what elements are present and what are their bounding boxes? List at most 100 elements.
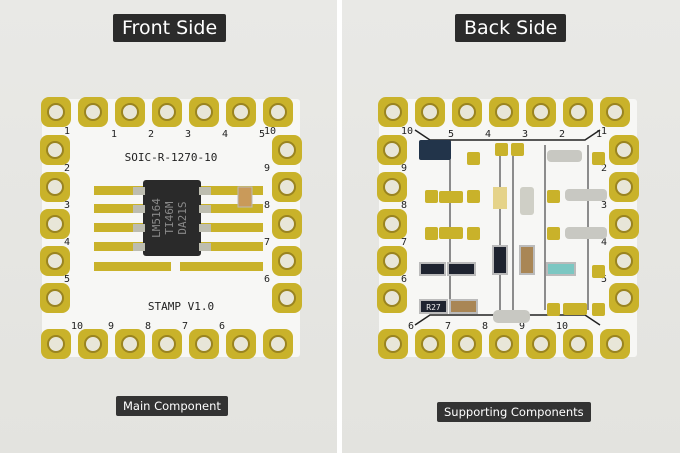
chip-lead xyxy=(199,224,211,232)
soic-pad-left xyxy=(94,204,154,213)
pin-number: 3 xyxy=(64,200,70,211)
pcb-substrate xyxy=(379,99,637,357)
pad-hole xyxy=(615,178,633,196)
pin-number: 7 xyxy=(264,237,270,248)
pad-hole xyxy=(606,103,624,121)
chip-lead xyxy=(133,224,145,232)
pin-number: 2 xyxy=(559,129,565,140)
pin-number: 3 xyxy=(601,200,607,211)
pad-hole xyxy=(569,335,587,353)
pad-hole xyxy=(278,178,296,196)
chip-lead xyxy=(199,187,211,195)
resistor-component xyxy=(419,262,446,276)
pin-number: 3 xyxy=(185,129,191,140)
pin-number: 2 xyxy=(601,163,607,174)
pad-hole xyxy=(421,103,439,121)
capacitor xyxy=(237,186,253,208)
smd-pad xyxy=(547,190,560,203)
pad-strip xyxy=(94,262,171,271)
pad-hole xyxy=(195,103,213,121)
pin-number: 4 xyxy=(64,237,70,248)
pin-number: 2 xyxy=(148,129,154,140)
pad-hole xyxy=(269,335,287,353)
smd-pad xyxy=(439,191,463,203)
pad-hole xyxy=(278,141,296,159)
capacitor-component xyxy=(449,299,478,314)
pad-hole xyxy=(383,289,401,307)
solder-jumper xyxy=(493,310,530,323)
chip-lead xyxy=(133,205,145,213)
pin-number: 1 xyxy=(111,129,117,140)
pad-hole xyxy=(269,103,287,121)
pad-hole xyxy=(384,335,402,353)
pin-number: 9 xyxy=(401,163,407,174)
pin-number: 3 xyxy=(522,129,528,140)
pad-hole xyxy=(195,335,213,353)
pad-hole xyxy=(158,103,176,121)
chip-lead xyxy=(133,187,145,195)
pin-number: 10 xyxy=(264,126,276,137)
version-label: STAMP V1.0 xyxy=(148,300,214,313)
pad-hole xyxy=(615,141,633,159)
pin-number: 4 xyxy=(222,129,228,140)
led-component xyxy=(493,187,507,209)
pin-number: 9 xyxy=(108,321,114,332)
smd-pad xyxy=(425,190,438,203)
pin-number: 7 xyxy=(445,321,451,332)
capacitor-component xyxy=(519,245,535,275)
pad-hole xyxy=(383,141,401,159)
solder-jumper xyxy=(520,187,534,215)
soic-pad-right xyxy=(188,204,263,213)
pin-number: 5 xyxy=(601,274,607,285)
pad-hole xyxy=(84,335,102,353)
smd-pad xyxy=(547,227,560,240)
pin-number: 5 xyxy=(448,129,454,140)
pad-hole xyxy=(421,335,439,353)
pin-number: 10 xyxy=(556,321,568,332)
solder-jumper xyxy=(547,150,582,162)
pad-hole xyxy=(46,141,64,159)
smd-pad xyxy=(439,227,463,239)
solder-jumper xyxy=(565,189,607,201)
pad-hole xyxy=(232,103,250,121)
soic-pad-left xyxy=(94,186,154,195)
front-side-title: Front Side xyxy=(113,14,227,42)
smd-pad xyxy=(592,303,605,316)
pad-strip xyxy=(180,262,263,271)
chip-marking: DA21S xyxy=(176,201,189,234)
smd-pad xyxy=(467,227,480,240)
pin-number: 6 xyxy=(401,274,407,285)
pin-number: 1 xyxy=(596,129,602,140)
smd-pad xyxy=(495,143,508,156)
smd-pad xyxy=(563,303,587,315)
chip-marking: LM5164 xyxy=(150,198,163,238)
pad-hole xyxy=(615,252,633,270)
pad-hole xyxy=(532,335,550,353)
pin-number: 4 xyxy=(601,237,607,248)
pad-hole xyxy=(121,103,139,121)
pad-hole xyxy=(458,103,476,121)
chip-lead xyxy=(199,205,211,213)
soic-pad-right xyxy=(188,186,263,195)
pin-number: 7 xyxy=(182,321,188,332)
pad-hole xyxy=(232,335,250,353)
pin-number: 8 xyxy=(264,200,270,211)
pad-hole xyxy=(384,103,402,121)
pin-number: 9 xyxy=(519,321,525,332)
pad-hole xyxy=(278,289,296,307)
chip-lead xyxy=(199,243,211,251)
pad-hole xyxy=(615,215,633,233)
pad-hole xyxy=(495,103,513,121)
resistor-component xyxy=(492,245,508,275)
pad-hole xyxy=(46,289,64,307)
smd-pad xyxy=(592,152,605,165)
pin-number: 2 xyxy=(64,163,70,174)
smd-pad xyxy=(547,303,560,316)
pad-hole xyxy=(158,335,176,353)
pad-hole xyxy=(278,215,296,233)
resistor-component xyxy=(447,262,476,276)
supporting-components-caption: Supporting Components xyxy=(437,402,591,422)
chip-lead xyxy=(133,243,145,251)
main-component-caption: Main Component xyxy=(116,396,228,416)
